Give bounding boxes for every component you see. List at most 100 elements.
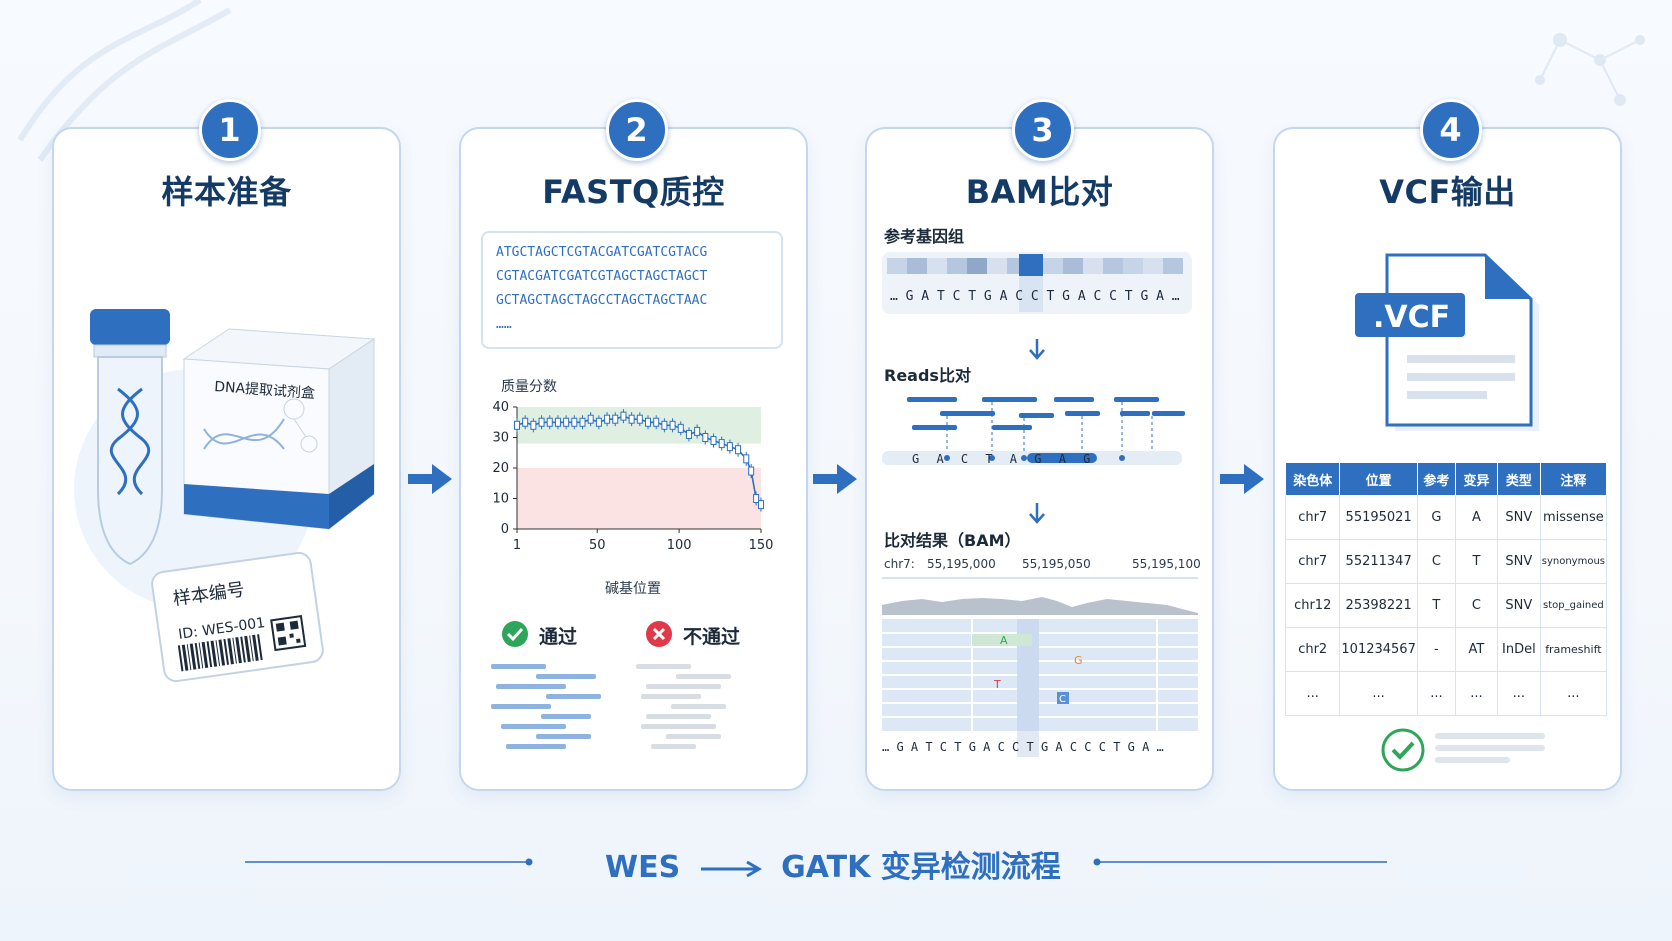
quality-point xyxy=(694,426,701,436)
x-tick-label: 1 xyxy=(513,538,521,553)
file-extension: .VCF xyxy=(1373,300,1450,335)
fail-cross-icon xyxy=(646,621,672,647)
read-sequence: G A C T A G A G xyxy=(912,452,1095,466)
quality-point xyxy=(538,417,545,427)
flow-arrow-icon xyxy=(813,464,857,494)
coord-chr: chr7: xyxy=(884,557,915,571)
quality-point xyxy=(546,417,553,427)
coord-start: 55,195,000 xyxy=(927,557,996,571)
coord-mid: 55,195,050 xyxy=(1022,557,1091,571)
quality-point xyxy=(758,500,764,510)
chart-ylabel: 质量分数 xyxy=(501,379,557,395)
cell: 101234567 xyxy=(1339,627,1418,672)
quality-point xyxy=(685,429,692,439)
right-arrow-icon xyxy=(700,860,762,877)
quality-point xyxy=(554,417,561,427)
quality-point xyxy=(595,417,602,427)
bottom-sequence: … G A T C T G A C C T G A C C C T G A … xyxy=(882,740,1164,754)
quality-point xyxy=(718,439,725,449)
step-card-sample-prep: 1 样本准备 DNA提取试剂盒 xyxy=(52,99,401,791)
cell: ... xyxy=(1339,671,1418,716)
step-title: 样本准备 xyxy=(161,173,292,211)
quality-point xyxy=(748,466,755,476)
cell: InDel xyxy=(1496,627,1541,672)
step-number-badge: 3 xyxy=(1011,99,1074,161)
col-header: 变异 xyxy=(1454,462,1498,496)
quality-point xyxy=(735,445,742,455)
summary-lines xyxy=(1435,733,1545,763)
col-header: 参考 xyxy=(1416,462,1456,496)
cell: chr7 xyxy=(1284,495,1341,540)
cell: SNV xyxy=(1496,495,1541,540)
x-tick-label: 50 xyxy=(589,538,606,553)
fail-label: 不通过 xyxy=(683,626,741,648)
cell: SNV xyxy=(1496,583,1541,628)
sample-label-card xyxy=(151,551,324,683)
x-tick-label: 150 xyxy=(749,538,774,553)
bam-viewer: A G T C … G A T C T G A C C T G A C C C … xyxy=(882,577,1198,757)
quality-point xyxy=(653,417,660,427)
quality-point xyxy=(661,420,668,430)
reads-alignment-label: Reads比对 xyxy=(884,366,971,385)
quality-point xyxy=(612,414,619,424)
quality-point xyxy=(677,423,684,433)
cell: synonymous xyxy=(1539,539,1608,584)
quality-point xyxy=(645,417,652,427)
quality-point xyxy=(587,414,594,424)
x-tick-label: 100 xyxy=(667,538,692,553)
completed-check-icon xyxy=(1381,728,1425,772)
footer-line-right xyxy=(1093,858,1387,866)
pass-label: 通过 xyxy=(539,626,578,648)
cell: A xyxy=(1454,495,1498,540)
quality-point xyxy=(628,414,635,424)
cell: chr2 xyxy=(1284,627,1341,672)
cell: ... xyxy=(1496,671,1541,716)
fastq-line: …… xyxy=(496,317,512,332)
step-title: FASTQ质控 xyxy=(542,173,725,211)
cell: 55195021 xyxy=(1339,495,1418,540)
variant-letter-g: G xyxy=(1074,654,1083,667)
quality-point xyxy=(571,417,578,427)
down-arrow-icon xyxy=(1029,503,1045,524)
fastq-line: ATGCTAGCTCGTACGATCGATCGTACG xyxy=(496,245,708,260)
sample-tube-icon xyxy=(90,309,170,566)
quality-point xyxy=(702,433,709,442)
down-arrow-icon xyxy=(1029,339,1045,360)
cell: - xyxy=(1416,627,1456,672)
quality-point xyxy=(514,420,520,430)
cell: ... xyxy=(1539,671,1608,716)
cell: missense xyxy=(1539,495,1608,540)
quality-point xyxy=(743,454,750,464)
cell: T xyxy=(1416,583,1456,628)
flow-arrow-icon xyxy=(1220,464,1264,494)
col-header: 类型 xyxy=(1496,462,1541,496)
footer-title: WES GATK 变异检测流程 xyxy=(605,842,1065,885)
quality-point xyxy=(579,417,586,427)
cell: stop_gained xyxy=(1539,583,1608,628)
y-tick-label: 30 xyxy=(492,431,509,446)
cell: C xyxy=(1416,539,1456,584)
reference-genome-label: 参考基因组 xyxy=(884,227,965,246)
variant-letter-a: A xyxy=(1000,634,1008,647)
cell: SNV xyxy=(1496,539,1541,584)
dna-kit-box-icon xyxy=(182,328,376,531)
cell: chr7 xyxy=(1284,539,1341,584)
reference-sequence: … G A T C T G A C C T G A C C T G A … xyxy=(890,289,1180,304)
quality-point xyxy=(530,420,537,430)
step-card-bam-alignment: 3 BAM比对 参考基因组 … G A T C T G A C C T G A … xyxy=(865,99,1214,791)
variant-letter-t: T xyxy=(993,678,1001,691)
col-header: 染色体 xyxy=(1284,462,1341,496)
footer-left-text: WES xyxy=(605,850,681,885)
pass-check-icon xyxy=(502,621,528,647)
table-row: ...... ...... ...... xyxy=(1284,671,1608,716)
y-tick-label: 0 xyxy=(501,522,509,537)
cell: AT xyxy=(1454,627,1498,672)
y-tick-label: 20 xyxy=(492,461,509,476)
alignment-result-label: 比对结果（BAM） xyxy=(884,531,1021,550)
